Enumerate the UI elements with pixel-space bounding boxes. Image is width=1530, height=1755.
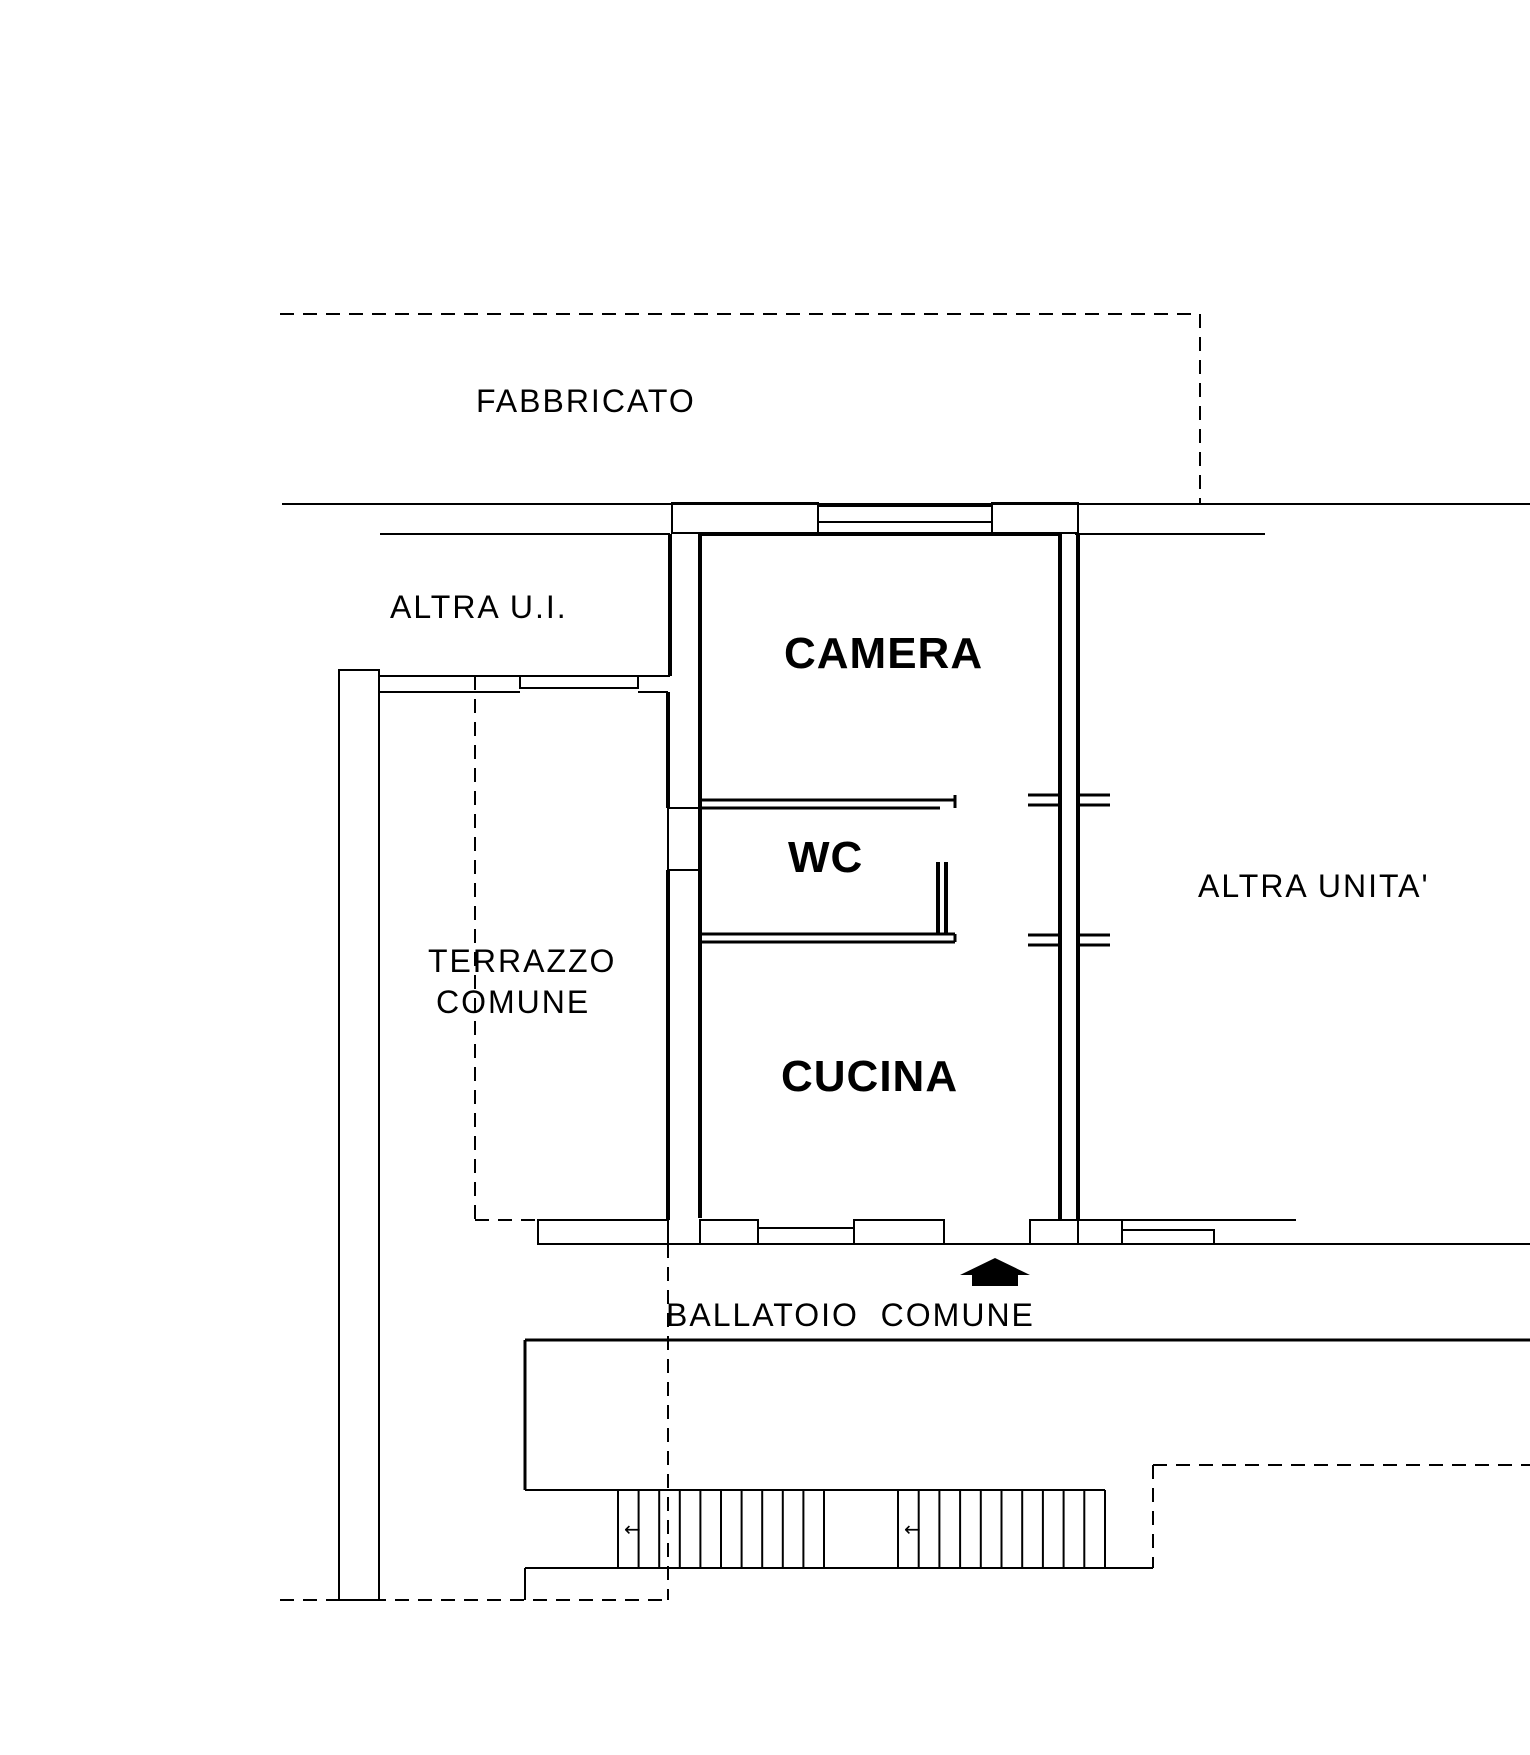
ballatoio-outline [280, 1244, 669, 1601]
left-wall [338, 669, 668, 1601]
label-ballatoio: BALLATOIO COMUNE [666, 1297, 1035, 1333]
stair-direction-icon: ← [904, 1517, 921, 1541]
stair-direction-icon: ← [624, 1517, 641, 1541]
fabbricato-outline [280, 313, 1201, 503]
label-cucina: CUCINA [781, 1052, 958, 1101]
stairs-right: ← [897, 1490, 1106, 1568]
label-terrazzo-comune: COMUNE [436, 984, 590, 1020]
apartment-walls [666, 532, 1110, 1220]
label-fabbricato: FABBRICATO [476, 383, 696, 419]
terrazzo-outline [474, 676, 540, 1221]
lower-structure [523, 1338, 1530, 1600]
label-terrazzo: TERRAZZO [428, 943, 616, 979]
label-altra-unita: ALTRA UNITA' [1198, 868, 1430, 904]
top-boundary [282, 503, 1530, 535]
label-camera: CAMERA [784, 629, 983, 678]
label-wc: WC [788, 833, 863, 882]
bottom-wall [537, 1219, 1530, 1245]
label-altra-ui: ALTRA U.I. [390, 589, 568, 625]
stairs-left: ← [617, 1490, 825, 1568]
camera-window [671, 502, 1079, 534]
arrow-up-icon [960, 1258, 1030, 1286]
